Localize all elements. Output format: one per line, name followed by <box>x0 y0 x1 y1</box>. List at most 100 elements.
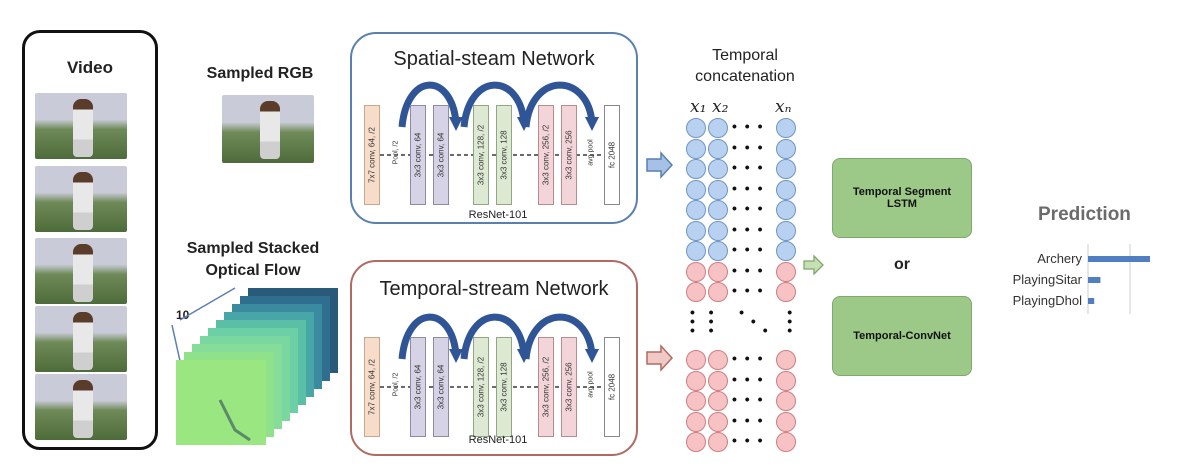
temporal-feature-circle <box>776 350 796 370</box>
spatial-feature-circle <box>686 200 706 220</box>
concat-x2: x₂ <box>712 97 729 117</box>
network-layer: 3x3 conv, 128 <box>496 105 512 205</box>
sampled-rgb-label: Sampled RGB <box>206 65 314 82</box>
ellipsis-dots: • • • <box>732 159 765 175</box>
spatial-feature-circle <box>776 138 796 159</box>
network-layer-label: 7x7 conv, 64, /2 <box>367 359 377 415</box>
spatial-feature-circle <box>776 179 796 200</box>
prediction-class-label: PlayingSitar <box>1013 272 1083 287</box>
network-layer-label: 3x3 conv, 256, /2 <box>541 356 551 418</box>
ellipsis-dots: • • • <box>732 118 765 134</box>
flow-stack-count: 10 <box>176 308 190 322</box>
temporal-feature-circle <box>708 411 728 432</box>
temporal-feature-circle <box>708 350 728 370</box>
network-layer-label: 3x3 conv, 64 <box>413 132 423 178</box>
prediction-title: Prediction <box>1038 204 1131 225</box>
spatial-network-box <box>350 32 638 224</box>
prediction-bar <box>1088 277 1101 283</box>
spatial-feature-circle <box>708 220 728 241</box>
optical-flow-stack <box>171 287 338 445</box>
lstm-label-line2: LSTM <box>887 198 917 210</box>
lstm-label-line1: Temporal Segment <box>852 186 952 198</box>
network-layer-label: 3x3 conv, 128 <box>499 362 509 412</box>
network-layer: 3x3 conv, 64 <box>410 337 426 437</box>
temporal-feature-circle <box>708 432 728 452</box>
temporal-feature-circle <box>686 411 706 432</box>
temporal-feature-circle <box>686 350 706 370</box>
temporal-segment-lstm-box: Temporal Segment LSTM <box>832 158 972 238</box>
skip-connection-arc <box>460 81 528 128</box>
prediction-bar <box>1088 256 1150 262</box>
concat-title: Temporal concatenation <box>680 45 810 87</box>
vertical-ellipsis: • • • •• • • •• • • • <box>690 304 795 338</box>
concat-xn: xₙ <box>775 97 792 117</box>
temporal-feature-circle <box>708 282 728 302</box>
network-layer-label: fc 2048 <box>607 141 617 169</box>
spatial-feature-circle <box>708 159 728 179</box>
temporal-feature-circle <box>686 282 706 302</box>
temporal-network-title: Temporal-stream Network <box>379 278 609 300</box>
avg-pool-label: avg pool <box>587 139 595 166</box>
network-layer: fc 2048 <box>604 105 620 205</box>
skip-connection-arcs <box>380 81 604 156</box>
network-layer: 3x3 conv, 128, /2 <box>473 105 489 205</box>
ellipsis-dots: • • • <box>732 241 765 257</box>
network-layer-label: 7x7 conv, 64, /2 <box>367 127 377 183</box>
skip-connection-arrowhead <box>585 117 599 131</box>
sampled-flow-label: Sampled Stacked Optical Flow <box>178 238 328 282</box>
ellipsis-dots: • • • <box>732 350 765 366</box>
avg-pool-label: avg pool <box>587 371 595 398</box>
spatial-feature-circle <box>708 200 728 220</box>
or-label: or <box>894 256 910 273</box>
skip-connection-arc <box>398 313 460 360</box>
ellipsis-dots: • • • <box>732 411 765 428</box>
pool-label: Pool, /2 <box>392 140 400 165</box>
skip-connection-arrowhead <box>449 349 463 363</box>
temporal-resnet-label: ResNet-101 <box>468 434 528 446</box>
network-layer-label: 3x3 conv, 64 <box>436 132 446 178</box>
concat-x1: x₁ <box>690 97 707 117</box>
skip-connection-arrowhead <box>585 349 599 363</box>
spatial-feature-circle <box>776 159 796 179</box>
video-title: Video <box>67 58 113 77</box>
temporal-feature-circle <box>686 432 706 452</box>
network-layer: 3x3 conv, 128, /2 <box>473 337 489 437</box>
spatial-feature-circle <box>776 220 796 241</box>
temporal-convnet-box: Temporal-ConvNet <box>832 296 972 376</box>
skip-connection-arc <box>460 313 528 360</box>
ellipsis-dots: • • • <box>732 200 765 216</box>
network-layer: 7x7 conv, 64, /2 <box>364 105 380 205</box>
network-layer: 3x3 conv, 128 <box>496 337 512 437</box>
temporal-feature-circle <box>776 370 796 391</box>
video-frame <box>35 306 127 372</box>
network-layer: 3x3 conv, 256 <box>561 105 577 205</box>
prediction-class-label: PlayingDhol <box>1013 293 1082 308</box>
concat-title-line1: Temporal <box>712 47 778 64</box>
spatial-feature-circle <box>776 200 796 220</box>
temporal-feature-circle <box>708 370 728 391</box>
spatial-feature-circle <box>686 159 706 179</box>
concat-grid: • • • • • • • • • • • • • • • • • • • • • • • •… <box>686 118 806 458</box>
temporal-feature-circle <box>686 261 706 282</box>
skip-connection-arc <box>522 313 596 360</box>
spatial-network-title: Spatial-steam Network <box>393 48 595 70</box>
concat-title-line2: concatenation <box>695 68 795 85</box>
spatial-feature-circle <box>708 138 728 159</box>
spatial-feature-circle <box>686 118 706 138</box>
spatial-feature-circle <box>686 179 706 200</box>
network-layer: 7x7 conv, 64, /2 <box>364 337 380 437</box>
network-layer-label: 3x3 conv, 128 <box>499 130 509 180</box>
ellipsis-dots: • • • <box>732 261 765 278</box>
skip-connection-arc <box>398 81 460 128</box>
prediction-class-label: Archery <box>1037 251 1082 266</box>
spatial-feature-circle <box>776 118 796 138</box>
spatial-feature-circle <box>686 138 706 159</box>
temporal-feature-circle <box>776 411 796 432</box>
video-frame <box>35 374 127 440</box>
network-layer-label: 3x3 conv, 256 <box>564 362 574 412</box>
pool-label: Pool, /2 <box>392 372 400 397</box>
spatial-feature-circle <box>708 118 728 138</box>
network-layer: 3x3 conv, 64 <box>410 105 426 205</box>
network-layer-label: fc 2048 <box>607 373 617 401</box>
